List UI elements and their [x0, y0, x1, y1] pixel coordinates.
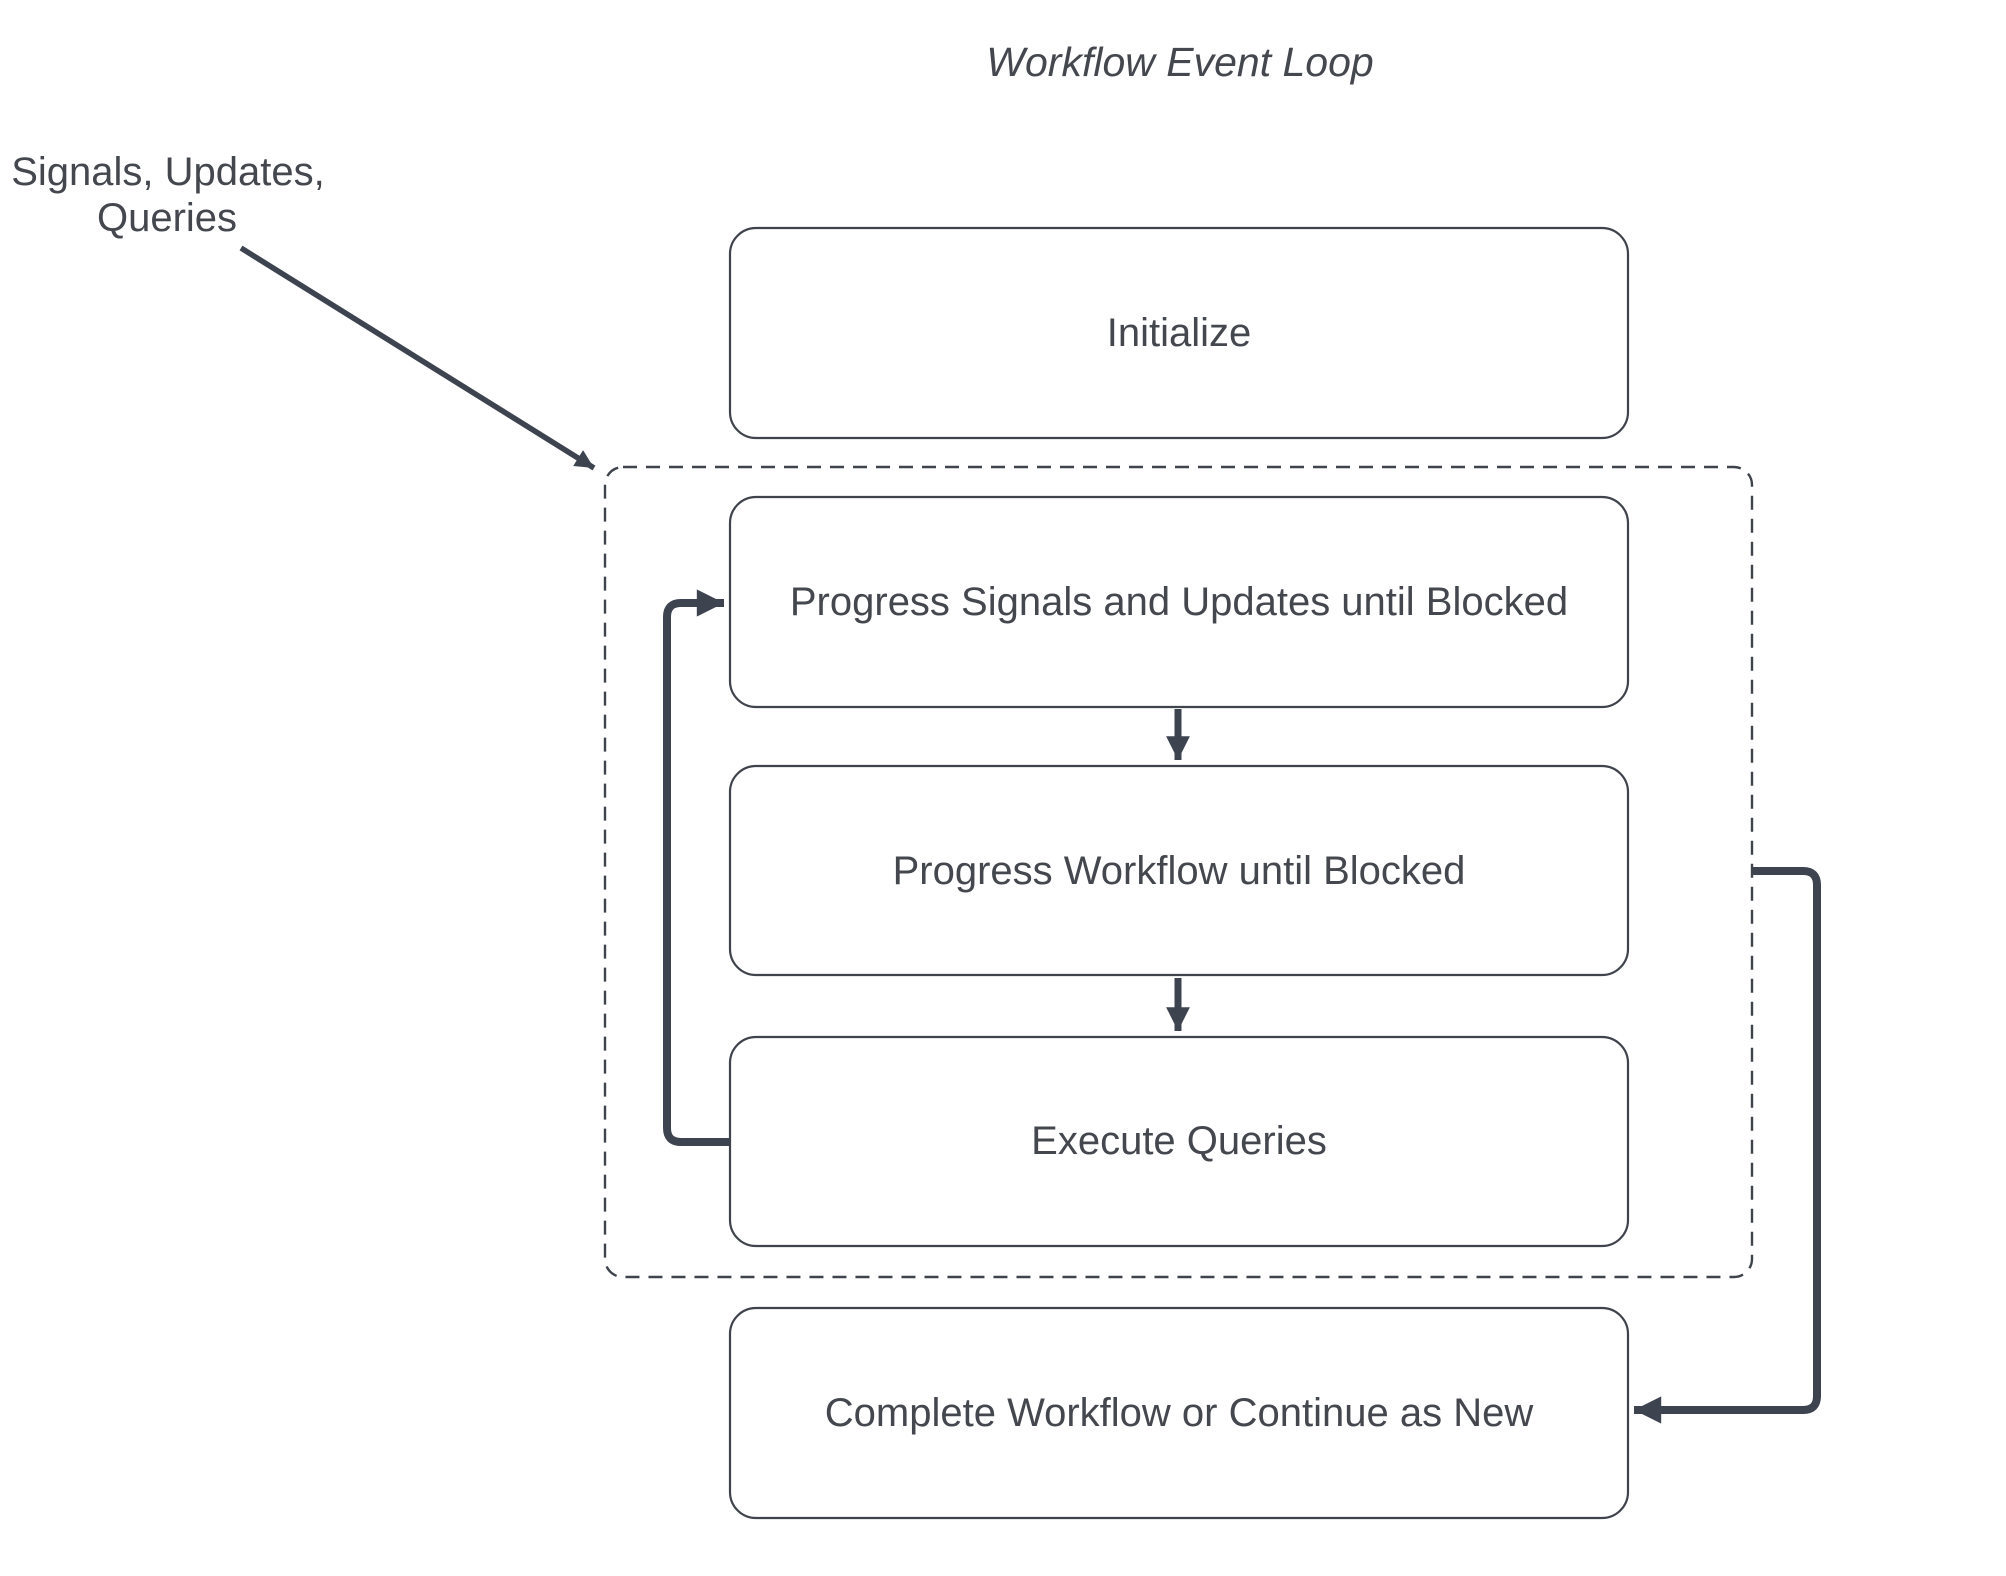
- node-progress-workflow-box: [728, 764, 1630, 977]
- node-complete-label: Complete Workflow or Continue as New: [825, 1391, 1534, 1435]
- node-execute-queries-label: Execute Queries: [1031, 1119, 1327, 1163]
- external-input-label: Signals, Updates, Queries: [11, 150, 325, 240]
- arrow-exit-to-complete: [1634, 867, 1821, 1424]
- external-input-label-line1: Signals, Updates,: [11, 150, 325, 194]
- node-initialize-label: Initialize: [1107, 311, 1252, 355]
- arrow-loop-back: [663, 589, 730, 1146]
- external-input-label-line2: Queries: [97, 196, 237, 240]
- node-execute-queries: Execute Queries: [728, 1035, 1630, 1248]
- node-progress-signals-label: Progress Signals and Updates until Block…: [790, 580, 1568, 624]
- node-complete-box: [728, 1306, 1630, 1520]
- node-progress-workflow-label: Progress Workflow until Blocked: [893, 849, 1466, 893]
- external-input-arrow: [239, 245, 596, 471]
- node-progress-signals: Progress Signals and Updates until Block…: [728, 495, 1630, 709]
- node-progress-workflow: Progress Workflow until Blocked: [728, 764, 1630, 977]
- node-progress-signals-box: [728, 495, 1630, 709]
- event-loop-group-box: [603, 465, 1754, 1279]
- node-complete: Complete Workflow or Continue as New: [728, 1306, 1630, 1520]
- node-initialize: Initialize: [728, 226, 1630, 440]
- node-initialize-box: [728, 226, 1630, 440]
- diagram-title: Workflow Event Loop: [986, 39, 1373, 85]
